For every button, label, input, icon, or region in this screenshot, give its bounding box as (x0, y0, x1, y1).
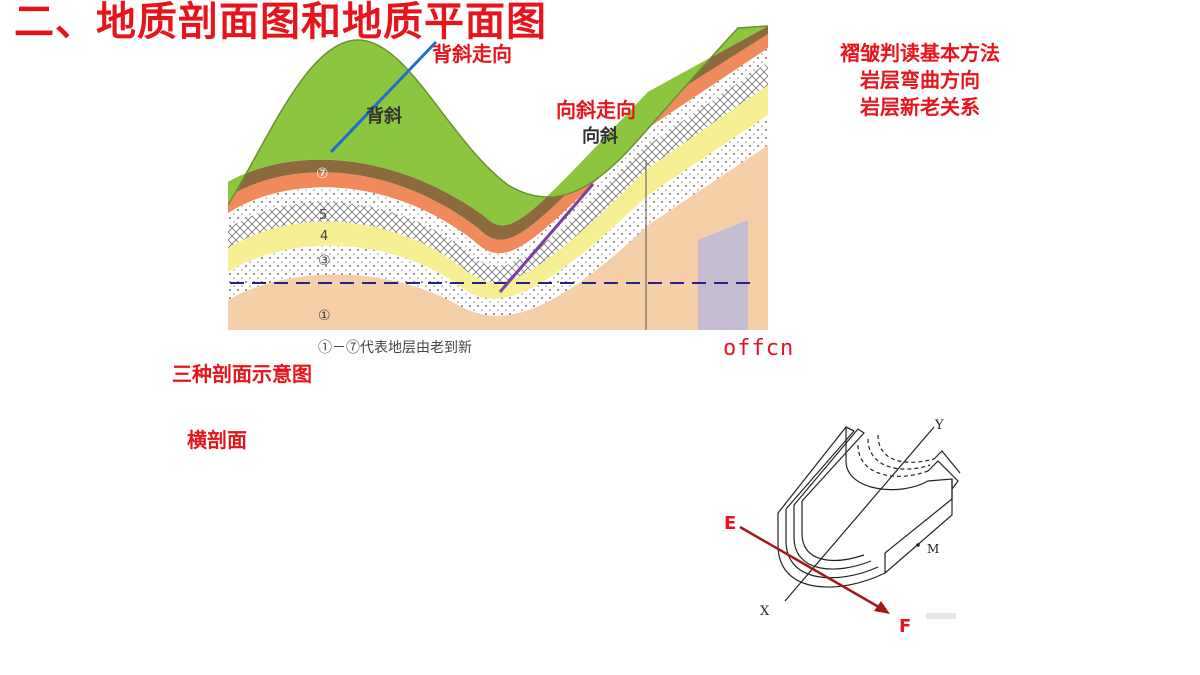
method-line-3: 岩层新老关系 (860, 95, 980, 119)
cross-section-label: 横剖面 (187, 428, 247, 452)
point-e-label: E (724, 513, 736, 534)
syncline-strike-label: 向斜走向 (556, 98, 636, 122)
fold-cross-section-diagram: 背斜 向斜 ⑦ 6 5 4 ③ ① ①－⑦代表地层由老到新 (228, 25, 768, 356)
layer-number-5: 5 (319, 208, 327, 223)
syncline-label: 向斜 (582, 125, 618, 147)
point-m-label: M (927, 542, 939, 556)
axis-x-label: X (760, 604, 770, 619)
anticline-label: 背斜 (366, 105, 402, 127)
layer-number-1: ① (318, 308, 331, 324)
method-line-2: 岩层弯曲方向 (860, 68, 980, 92)
layer-number-3: ③ (318, 253, 331, 269)
anticline-strike-line (329, 40, 438, 154)
ef-arrow-head (874, 601, 890, 614)
diagram-caption: ①－⑦代表地层由老到新 (318, 340, 472, 356)
point-f-label: F (899, 616, 911, 635)
layer-number-6: 6 (319, 190, 327, 205)
scan-mark (926, 613, 956, 619)
axis-y-label: Y (934, 418, 944, 433)
surface-layer (228, 26, 768, 226)
layer-number-7: ⑦ (316, 166, 329, 182)
layer-number-4: 4 (320, 229, 328, 244)
syncline-block-diagram: Y X M E F (724, 418, 961, 635)
right-block-face (698, 220, 748, 330)
layer-2 (228, 115, 768, 316)
watermark: offcn (723, 336, 795, 361)
method-line-1: 褶皱判读基本方法 (840, 41, 1000, 65)
fold-method-box: 褶皱判读基本方法 岩层弯曲方向 岩层新老关系 (822, 40, 1018, 121)
y-axis-line (784, 426, 935, 602)
page-title: 二、地质剖面图和地质平面图 (14, 0, 547, 45)
ef-arrow-line (739, 525, 885, 612)
syncline-strike-line (498, 183, 595, 293)
sections-label: 三种剖面示意图 (172, 362, 312, 386)
anticline-strike-label: 背斜走向 (432, 42, 512, 66)
layer-3 (228, 85, 768, 299)
point-m-dot (916, 543, 920, 547)
